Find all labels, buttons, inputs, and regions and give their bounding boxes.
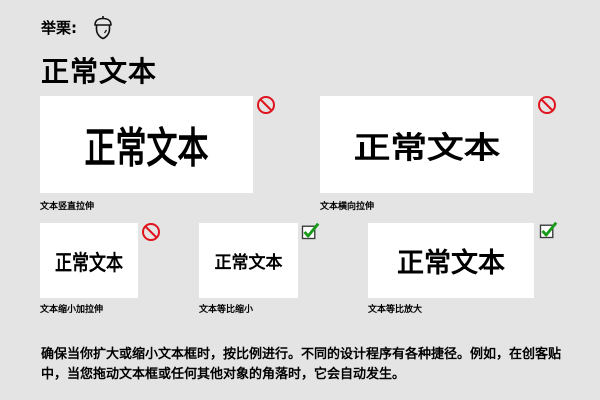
prohibited-icon xyxy=(538,96,556,114)
example-box-horizontal-stretch: 正常文本 xyxy=(320,96,533,193)
example-box-shrink-stretch: 正常文本 xyxy=(40,223,138,298)
acorn-icon xyxy=(94,16,112,40)
page-title: 正常文本 xyxy=(41,55,158,88)
example-box-vertical-stretch: 正常文本 xyxy=(40,96,253,193)
caption: 文本等比缩小 xyxy=(199,305,254,315)
description-paragraph: 确保当你扩大或缩小文本框时，按比例进行。不同的设计程序有各种捷径。例如，在创客贴… xyxy=(41,347,562,382)
example-box-proportional-enlarge: 正常文本 xyxy=(368,223,534,298)
sample-text: 正常文本 xyxy=(84,124,209,174)
caption: 文本竖直拉伸 xyxy=(40,202,95,212)
prohibited-icon xyxy=(257,96,275,114)
example-box-proportional-shrink: 正常文本 xyxy=(199,223,298,298)
caption: 文本等比放大 xyxy=(368,305,423,315)
example-label: 举栗: xyxy=(41,19,77,37)
sample-text: 正常文本 xyxy=(353,130,500,166)
caption: 文本横向拉伸 xyxy=(320,202,375,212)
checkmark-icon xyxy=(539,221,558,239)
prohibited-icon xyxy=(142,223,160,241)
sample-text: 正常文本 xyxy=(397,248,505,279)
sample-text: 正常文本 xyxy=(55,251,123,277)
caption: 文本缩小加拉伸 xyxy=(40,305,104,315)
checkmark-icon xyxy=(301,222,320,240)
sample-text: 正常文本 xyxy=(214,253,283,273)
